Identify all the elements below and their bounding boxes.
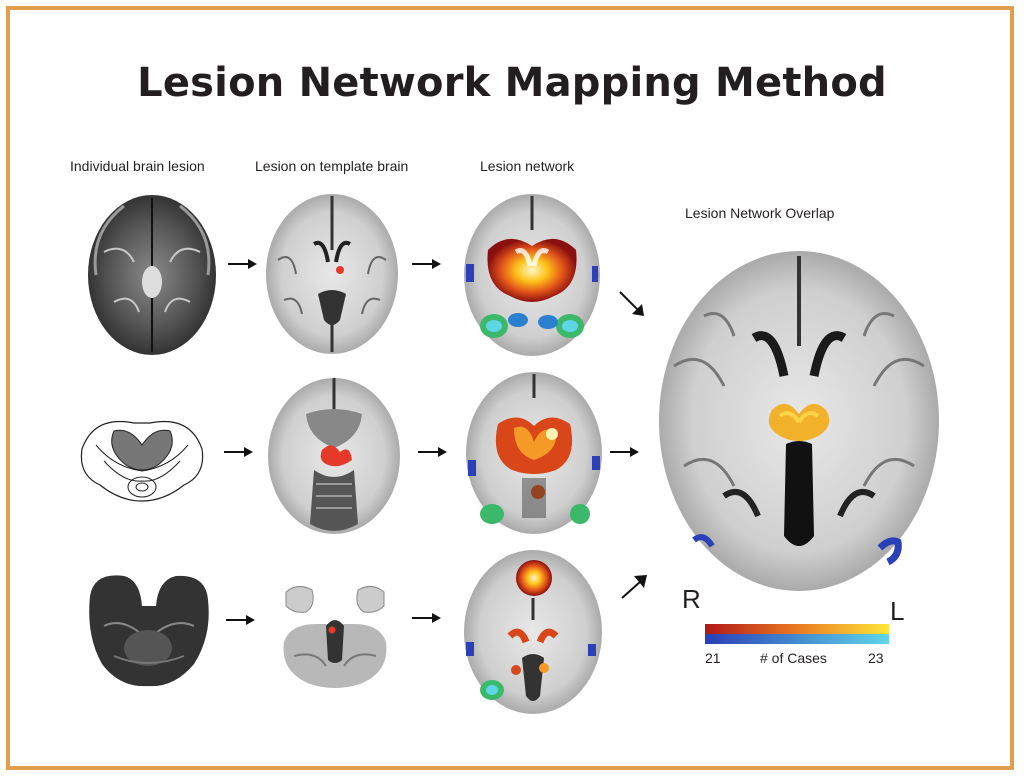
arrow-right-icon — [610, 447, 639, 457]
lesion-network-image-3 — [464, 550, 602, 714]
page-title: Lesion Network Mapping Method — [137, 60, 887, 106]
lesion-network-image-2 — [466, 372, 602, 534]
individual-lesion-image-3 — [89, 575, 209, 687]
colorbar-min-label: 21 — [705, 650, 721, 666]
arrow-right-icon — [224, 447, 253, 457]
individual-lesion-image-2 — [80, 420, 204, 502]
arrow-right-icon — [412, 613, 441, 623]
arrow-right-icon — [418, 447, 447, 457]
colorbar-axis-label: # of Cases — [760, 650, 827, 666]
column-label-lesion-network: Lesion network — [480, 158, 575, 174]
template-brain-image-3 — [283, 586, 387, 688]
lesion-network-overlap-image — [659, 251, 939, 591]
lesion-network-image-1 — [464, 194, 600, 356]
left-hemisphere-label: L — [890, 596, 905, 626]
arrow-right-icon — [412, 259, 441, 269]
column-label-individual-lesion: Individual brain lesion — [70, 158, 205, 174]
template-brain-image-1 — [266, 194, 398, 354]
individual-lesion-image-1 — [88, 195, 216, 355]
arrow-right-icon — [226, 615, 255, 625]
column-label-network-overlap: Lesion Network Overlap — [685, 205, 835, 221]
colorbar-max-label: 23 — [868, 650, 884, 666]
arrow-up-right-icon — [621, 575, 647, 599]
arrow-down-right-icon — [619, 291, 644, 316]
column-label-template-brain: Lesion on template brain — [255, 158, 409, 174]
template-brain-image-2 — [268, 378, 400, 534]
case-count-colorbar — [705, 624, 889, 644]
right-hemisphere-label: R — [682, 584, 701, 614]
arrow-right-icon — [228, 259, 257, 269]
